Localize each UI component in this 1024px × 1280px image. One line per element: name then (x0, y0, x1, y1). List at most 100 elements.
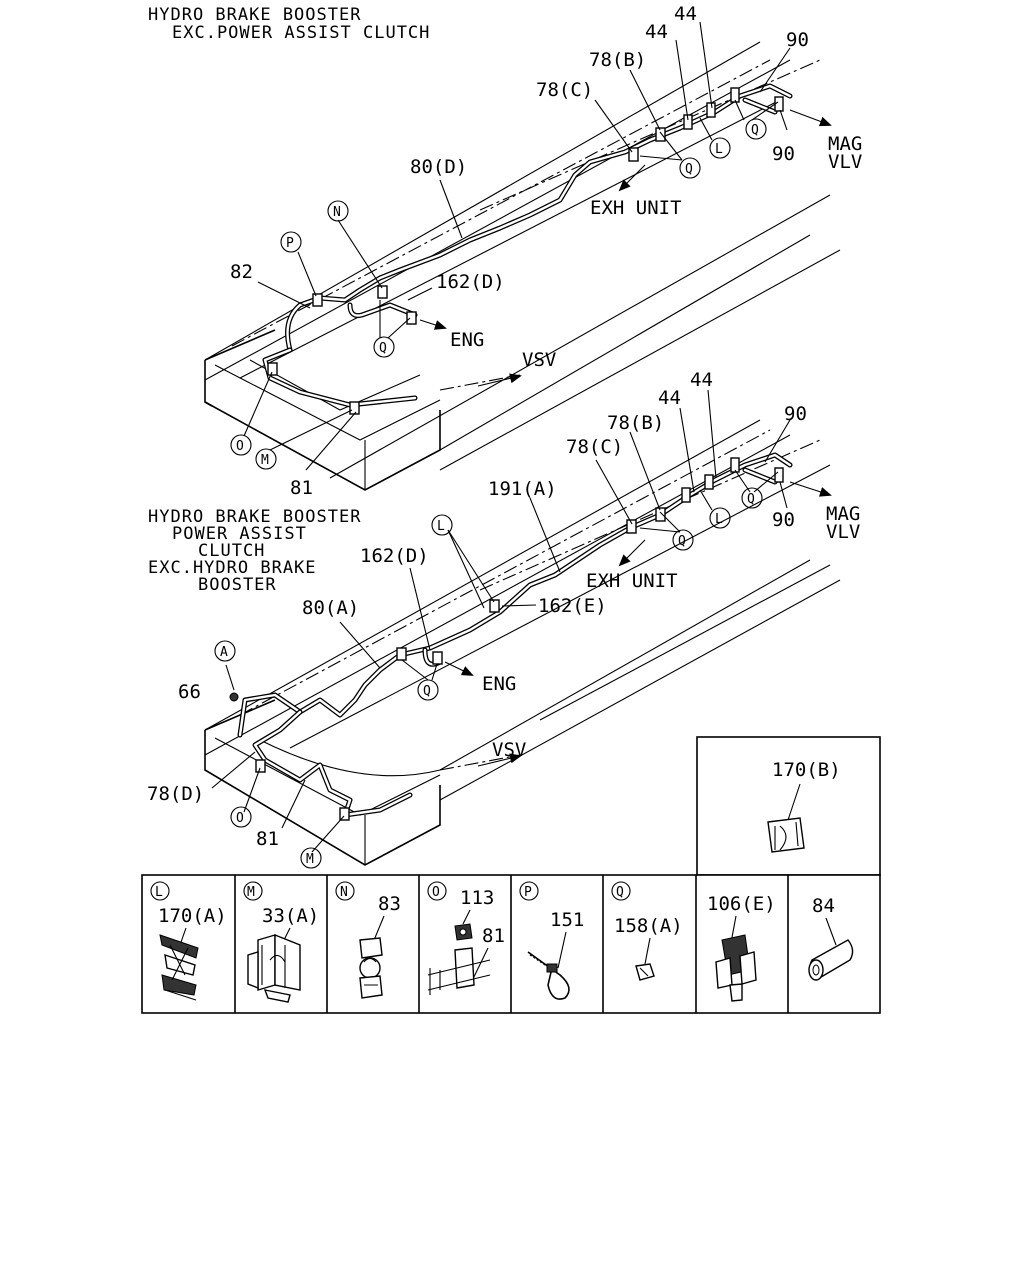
top-label-78b: 78(B) (589, 49, 646, 71)
bottom-pipe-route (229, 452, 793, 821)
clip-83-icon (359, 937, 383, 999)
svg-text:Q: Q (423, 684, 431, 699)
top-callout-o: O (230, 434, 252, 456)
top-label-78c: 78(C) (536, 79, 593, 101)
top-callout-q3: Q (373, 336, 395, 358)
bottom-label-162d: 162(D) (360, 545, 429, 567)
top-clip-o (267, 362, 278, 376)
svg-text:P: P (286, 236, 294, 251)
bottom-callout-a: A (214, 640, 236, 662)
nut-113-icon (427, 923, 491, 995)
svg-text:A: A (220, 645, 228, 660)
bottom-callout-m: M (300, 847, 322, 869)
legend-circle-o: O (432, 885, 440, 900)
bottom-callout-l1: L (709, 507, 731, 529)
bottom-bolt-66 (229, 692, 239, 702)
mid-header-line4: EXC.HYDRO BRAKE (148, 558, 317, 578)
top-clip-44b (706, 102, 716, 118)
bottom-dest-eng: ENG (482, 673, 516, 695)
top-label-90-a: 90 (786, 29, 809, 51)
top-clip-q (406, 311, 417, 325)
top-callout-n: N (327, 200, 349, 222)
svg-text:L: L (437, 519, 445, 534)
svg-text:Q: Q (379, 341, 387, 356)
top-dest-vlv: VLV (828, 151, 862, 173)
svg-text:Q: Q (747, 492, 755, 507)
grommet-84-icon (808, 939, 854, 981)
clip-33a-icon (247, 933, 301, 1003)
legend-cell-q: Q 158(A) (611, 881, 683, 981)
top-label-44-a: 44 (674, 3, 697, 25)
bottom-label-90-b: 90 (772, 509, 795, 531)
bottom-clip-162e (489, 599, 500, 613)
bottom-label-90-a: 90 (784, 403, 807, 425)
bottom-frame-assembly (204, 419, 841, 866)
legend-cell-o: O 113 81 (427, 881, 505, 995)
legend-cell-106e: 106(E) (707, 893, 776, 1002)
bottom-clip-44a (681, 487, 691, 503)
bottom-label-78d: 78(D) (147, 783, 204, 805)
detail-box-170b: 170(B) (696, 736, 881, 876)
top-dest-exh: EXH UNIT (590, 197, 682, 219)
bottom-clip-78b (655, 507, 666, 522)
legend-part-151: 151 (550, 909, 584, 931)
top-clip-78c (628, 147, 639, 162)
bottom-callout-o: O (230, 806, 252, 828)
bottom-label-80a: 80(A) (302, 597, 359, 619)
svg-text:M: M (306, 852, 314, 867)
legend-part-158a: 158(A) (614, 915, 683, 937)
detail-label-170b: 170(B) (772, 759, 841, 781)
top-clip-78b (655, 127, 666, 142)
top-frame-assembly (204, 41, 841, 491)
top-label-162d: 162(D) (436, 271, 505, 293)
legend-cell-p: P 151 (519, 881, 584, 1000)
legend-cell-n: N 83 (335, 881, 401, 999)
top-clip-90a (730, 87, 740, 103)
top-callout-m: M (255, 448, 277, 470)
bottom-callout-l2: L (431, 514, 453, 536)
bottom-label-66: 66 (178, 681, 201, 703)
legend-circle-n: N (340, 885, 348, 900)
top-pipe-route (262, 83, 793, 415)
top-callout-p: P (280, 231, 302, 253)
top-label-90-b: 90 (772, 143, 795, 165)
bottom-label-78c: 78(C) (566, 436, 623, 458)
legend-circle-l: L (155, 885, 163, 900)
bottom-callout-q3: Q (417, 679, 439, 701)
bottom-clip-90a (730, 457, 740, 473)
legend-cell-84: 84 (808, 895, 854, 981)
legend-part-113: 113 (460, 887, 494, 909)
top-header-line1: HYDRO BRAKE BOOSTER (148, 5, 361, 25)
mid-header-line3: CLUTCH (198, 541, 265, 561)
svg-text:L: L (715, 142, 723, 157)
bottom-callout-q2: Q (672, 529, 694, 551)
top-header-line2: EXC.POWER ASSIST CLUTCH (172, 23, 430, 43)
legend-circle-q: Q (616, 885, 624, 900)
top-callout-q1: Q (745, 118, 767, 140)
svg-text:Q: Q (751, 123, 759, 138)
clip-170a-icon (159, 934, 199, 1001)
bottom-clip-162d (396, 647, 407, 661)
bottom-label-162e: 162(E) (538, 595, 607, 617)
top-dest-eng: ENG (450, 329, 484, 351)
top-label-44-b: 44 (645, 21, 668, 43)
bottom-label-44-b: 44 (658, 387, 681, 409)
bottom-clip-90b (774, 467, 784, 483)
bottom-dest-mag: MAG (826, 503, 860, 525)
top-callout-q2: Q (679, 157, 701, 179)
top-label-81: 81 (290, 477, 313, 499)
bottom-leaders (211, 389, 791, 853)
legend-part-170a: 170(A) (158, 905, 227, 927)
legend-part-106e: 106(E) (707, 893, 776, 915)
bottom-clip-78c (626, 519, 637, 534)
top-clip-90b (774, 96, 784, 112)
svg-text:O: O (236, 439, 244, 454)
top-clip-m (349, 401, 360, 415)
top-label-80d: 80(D) (410, 156, 467, 178)
bottom-label-81: 81 (256, 828, 279, 850)
top-callout-l: L (709, 137, 731, 159)
top-clip-n (377, 285, 388, 299)
bottom-clip-o (255, 759, 266, 773)
legend-circle-m: M (247, 885, 255, 900)
